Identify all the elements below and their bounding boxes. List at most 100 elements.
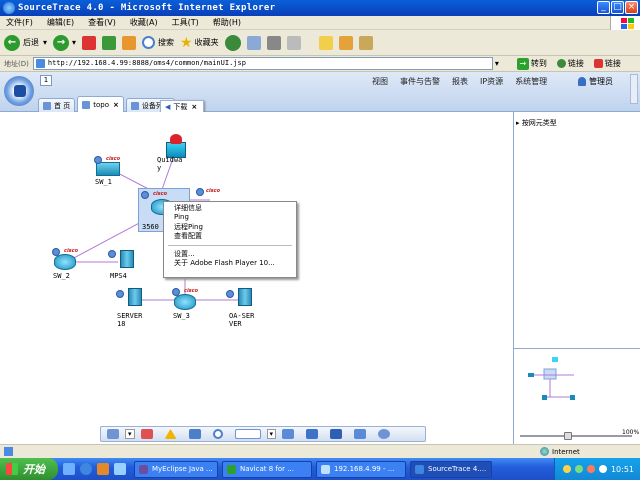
forward-button[interactable]: → ▾ — [53, 34, 77, 51]
menu-edit[interactable]: 编辑(E) — [46, 18, 75, 27]
menu-favorites[interactable]: 收藏(A) — [129, 18, 158, 27]
context-menu-divider — [168, 244, 292, 246]
task-sourcetrace[interactable]: SourceTrace 4.... — [410, 460, 492, 478]
links-button[interactable]: 链接 — [556, 58, 584, 69]
layout-dropdown-icon[interactable]: ▾ — [125, 429, 135, 439]
messenger-button[interactable] — [358, 35, 373, 50]
window-title-bar[interactable]: SourceTrace 4.0 - Microsoft Internet Exp… — [0, 0, 640, 16]
user-icon — [578, 77, 586, 86]
topology-toolbar: ▾ ▾ — [100, 426, 426, 442]
address-input[interactable]: http://192.168.4.99:8888/oms4/common/mai… — [32, 57, 493, 70]
view-mode-dropdown-icon[interactable]: ▾ — [266, 429, 277, 439]
element-type-tree[interactable]: ▸ 按网元类型 — [516, 118, 557, 128]
home-button[interactable] — [122, 35, 137, 50]
topology-node-mps4[interactable] — [108, 250, 134, 268]
save-icon[interactable] — [330, 429, 343, 439]
status-check-icon — [141, 191, 149, 199]
tray-icon[interactable] — [562, 465, 571, 473]
quicklaunch-extra-icon[interactable] — [114, 463, 126, 475]
refresh-button[interactable] — [102, 35, 117, 50]
nav-reports[interactable]: 报表 — [452, 77, 468, 86]
context-menu-view-config[interactable]: 查看配置 — [174, 232, 202, 241]
tray-icon[interactable] — [574, 465, 583, 473]
quicklaunch-desktop-icon[interactable] — [63, 463, 75, 475]
tab-home[interactable]: 首 页 — [38, 98, 76, 112]
minimize-button[interactable]: _ — [597, 1, 610, 14]
task-remote-desktop[interactable]: 192.168.4.99 - ... — [316, 460, 406, 478]
links-extra-button[interactable]: 链接 — [593, 58, 621, 69]
quicklaunch-ie-icon[interactable] — [80, 463, 92, 475]
settings-gear-icon[interactable] — [378, 429, 391, 439]
context-menu-details[interactable]: 详细信息 — [174, 204, 202, 212]
topology-node-quidway[interactable] — [166, 134, 186, 158]
history-button[interactable] — [224, 34, 241, 51]
tree-expand-icon[interactable]: ▸ — [516, 119, 520, 127]
maximize-button[interactable]: □ — [611, 1, 624, 14]
address-dropdown-icon[interactable]: ▾ — [494, 59, 499, 68]
go-button[interactable]: → 转到 — [516, 57, 547, 70]
export-icon[interactable] — [354, 429, 367, 439]
header-page-badge[interactable]: 1 — [40, 75, 52, 86]
favorites-button[interactable]: ★ 收藏夹 — [180, 35, 219, 51]
refresh-icon[interactable] — [306, 429, 319, 439]
node-label-server18: SERVER 18 — [117, 312, 143, 328]
tab-topo-label: topo — [93, 100, 109, 109]
start-label: 开始 — [23, 463, 45, 476]
download-tab-close-icon[interactable]: × — [191, 103, 198, 111]
chevron-down-icon[interactable]: ▾ — [43, 38, 48, 47]
search-button[interactable]: 搜索 — [142, 36, 174, 49]
context-menu-about-flash[interactable]: 关于 Adobe Flash Player 10... — [174, 258, 275, 267]
edit-button[interactable] — [286, 35, 301, 50]
menu-help[interactable]: 帮助(H) — [212, 18, 241, 27]
research-button[interactable] — [338, 35, 353, 50]
menu-view[interactable]: 查看(V) — [88, 18, 116, 27]
menu-tools[interactable]: 工具(T) — [171, 18, 199, 27]
topology-node-sw1[interactable]: cisco — [94, 156, 120, 176]
cisco-logo-icon: cisco — [184, 288, 199, 294]
stop-button[interactable] — [82, 35, 97, 50]
folder-button[interactable] — [318, 35, 333, 50]
nav-events-alarms[interactable]: 事件与告警 — [400, 77, 440, 86]
topology-node-server18[interactable] — [116, 288, 142, 306]
window-icon[interactable] — [188, 429, 201, 439]
mail-button[interactable] — [246, 35, 261, 50]
context-menu-settings[interactable]: 设置... — [174, 249, 195, 258]
nav-ip-resources[interactable]: IP资源 — [480, 77, 504, 86]
download-tab-label: 下载 — [173, 103, 188, 111]
back-button[interactable]: ← 后退 ▾ — [4, 34, 48, 51]
tray-icon[interactable] — [598, 465, 607, 473]
context-menu-remote-ping[interactable]: 远程Ping — [174, 222, 203, 231]
bar-chart-icon[interactable] — [140, 429, 153, 439]
tab-topo[interactable]: topo × — [77, 96, 124, 112]
task-navicat[interactable]: Navicat 8 for ... — [222, 460, 312, 478]
close-button[interactable]: × — [625, 1, 638, 14]
topology-node-sw3[interactable]: cisco — [172, 288, 199, 310]
zoom-slider-handle[interactable] — [564, 432, 572, 440]
topology-node-oa-server[interactable] — [226, 288, 252, 306]
quicklaunch-media-icon[interactable] — [97, 463, 109, 475]
layout-icon[interactable] — [107, 429, 119, 439]
view-mode-icon[interactable] — [234, 429, 261, 439]
tab-close-icon[interactable]: × — [113, 100, 119, 109]
topology-node-sw2[interactable]: cisco — [52, 248, 78, 270]
task-myeclipse[interactable]: MyEclipse Java ... — [134, 460, 218, 478]
list-icon[interactable] — [282, 429, 295, 439]
tray-icon[interactable] — [586, 465, 595, 473]
start-button[interactable]: 开始 — [0, 458, 58, 480]
nav-system-admin[interactable]: 系统管理 — [515, 77, 548, 86]
menu-file[interactable]: 文件(F) — [6, 18, 33, 27]
zoom-slider[interactable] — [520, 432, 632, 440]
header-scrollbar[interactable] — [630, 74, 638, 104]
chevron-down-icon[interactable]: ▾ — [72, 38, 77, 47]
zoom-icon[interactable] — [212, 429, 223, 439]
book-icon — [338, 35, 353, 50]
topology-canvas[interactable]: Quidwa y cisco SW_1 cisco 3560 cisco cis… — [0, 112, 514, 444]
context-menu-ping[interactable]: Ping — [174, 213, 189, 222]
router-icon — [54, 254, 76, 270]
overview-minimap[interactable]: 100% — [514, 348, 640, 444]
warning-icon[interactable] — [164, 429, 177, 439]
user-menu[interactable]: 管理员 — [578, 76, 613, 87]
nav-view[interactable]: 视图 — [372, 77, 388, 86]
clock[interactable]: 10:51 — [610, 464, 634, 474]
print-button[interactable] — [266, 35, 281, 50]
